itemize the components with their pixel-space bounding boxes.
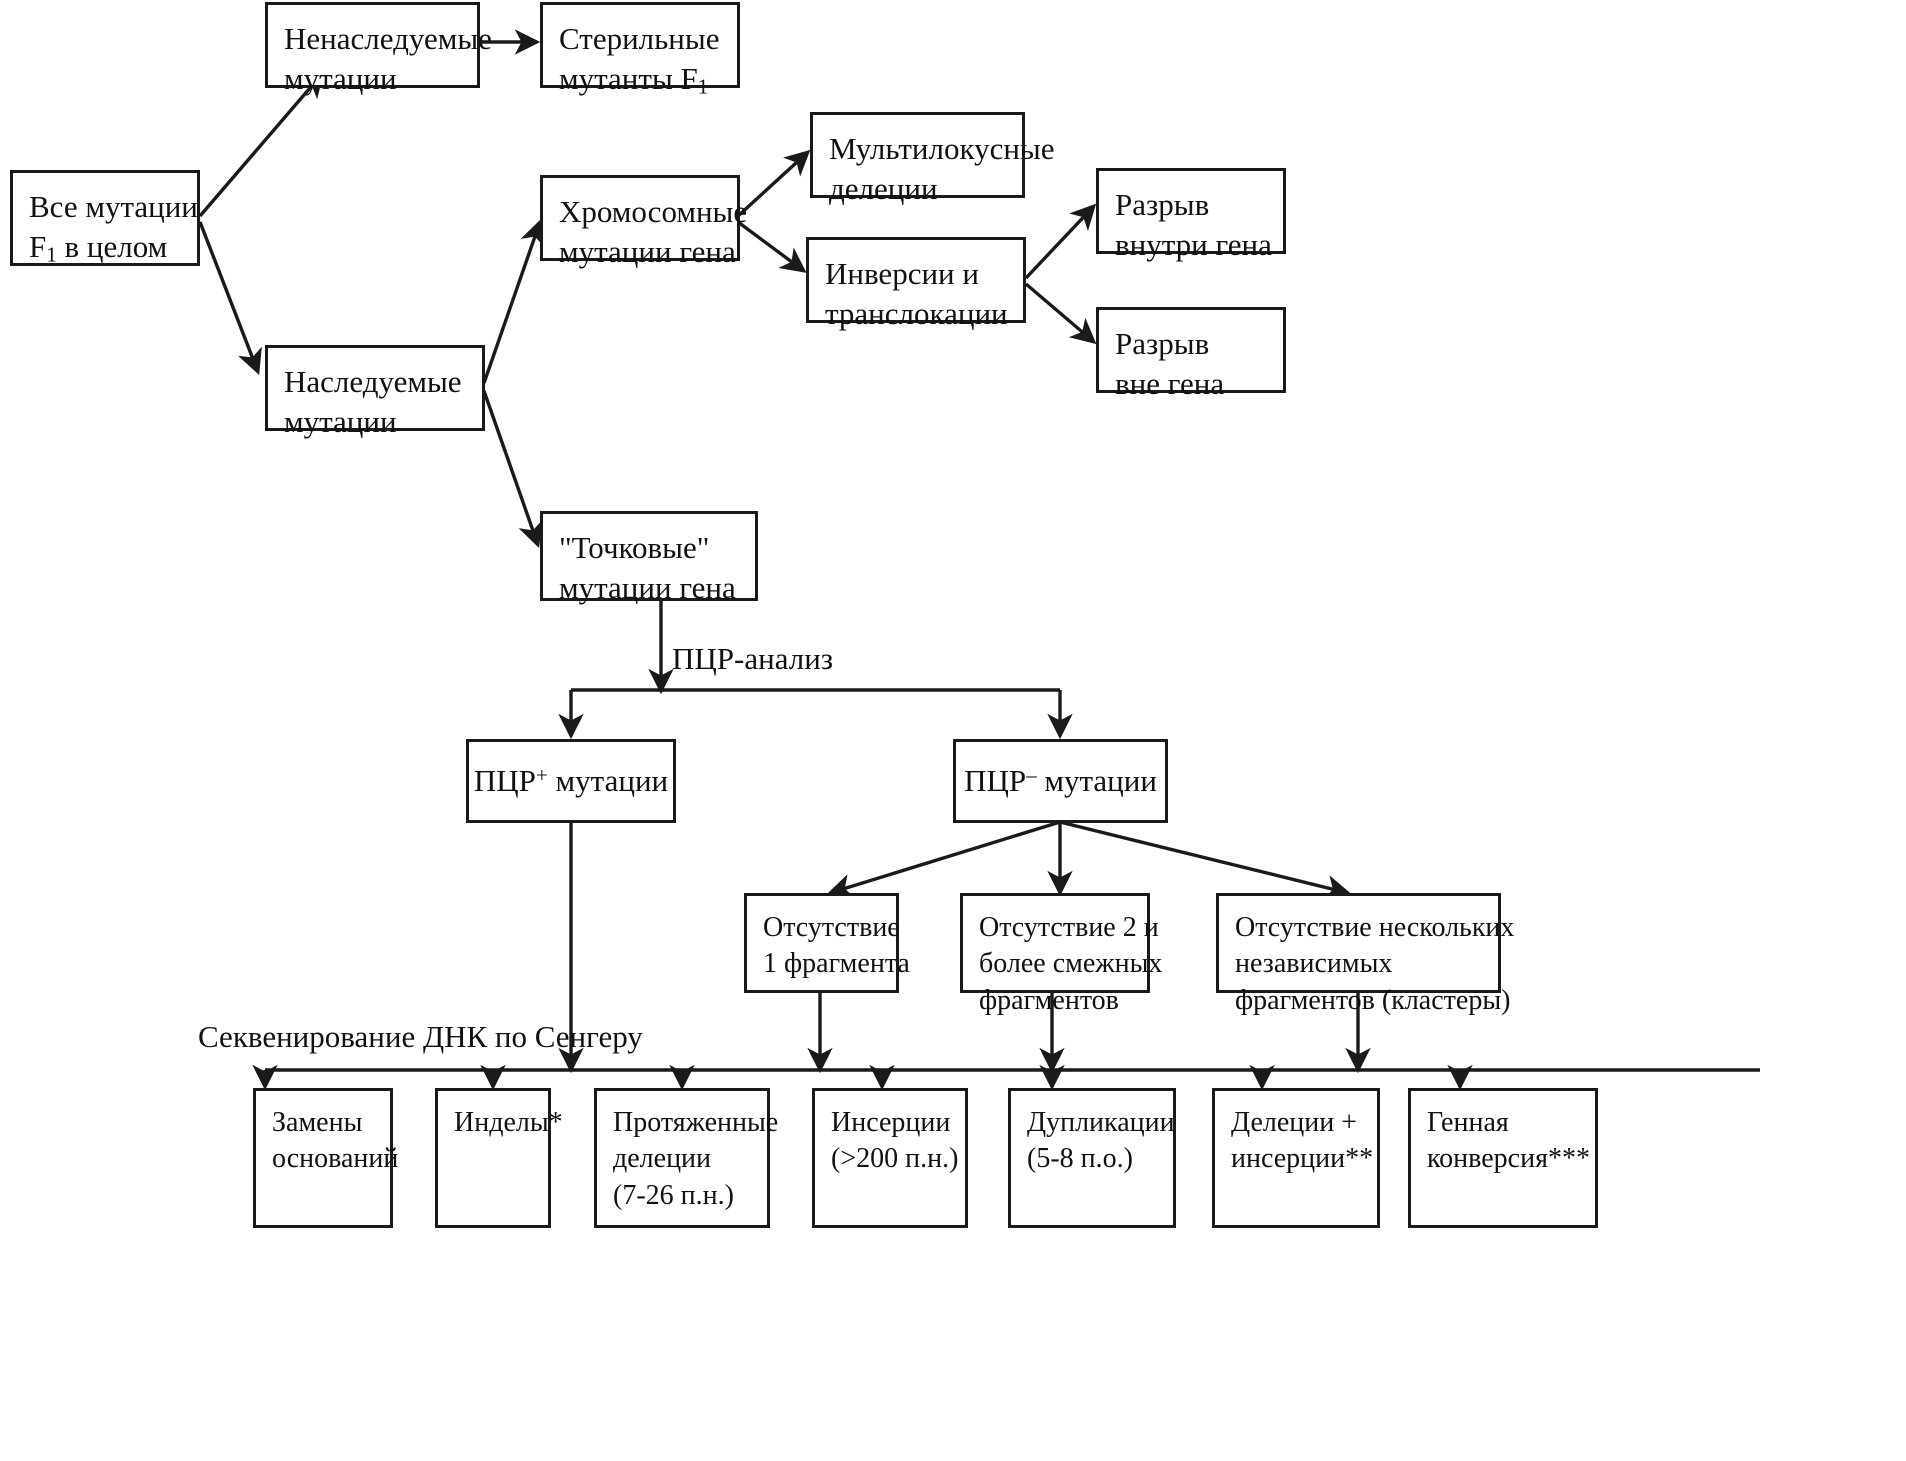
node-absent-1-fragment[interactable]: Отсутствие 1 фрагмента <box>744 893 910 993</box>
node-break-outside-gene[interactable]: Разрыв вне гена <box>1096 307 1286 401</box>
node-sterile-mutants-line2: мутанты F1 <box>559 61 709 99</box>
node-non-heritable-line1: Ненаследуемые <box>284 21 492 56</box>
edge-inversions-to-break-inside <box>1024 203 1097 280</box>
node-indels-line1: Инделы* <box>454 1107 563 1138</box>
node-absentseveral-line2: независимых <box>1235 948 1393 980</box>
node-absent2-line2: более смежных <box>979 948 1163 980</box>
node-base-substitutions[interactable]: Замены оснований <box>253 1088 399 1228</box>
node-point-mutations[interactable]: "Точковые" мутации гена <box>540 511 758 605</box>
node-gene-conversion-line2: конверсия*** <box>1427 1143 1590 1175</box>
node-inversions-line2: транслокации <box>825 296 1008 332</box>
node-heritable-line1: Наследуемые <box>284 364 462 399</box>
node-duplications[interactable]: Дупликации (5-8 п.о.) <box>1008 1088 1176 1228</box>
node-absent1-line1: Отсутствие <box>763 912 900 943</box>
node-insertions-line1: Инсерции <box>831 1107 951 1138</box>
node-gene-conversion-line1: Генная <box>1427 1107 1509 1138</box>
node-del-plus-ins-line2: инсерции** <box>1231 1143 1374 1175</box>
node-long-deletions-line1: Протяженные <box>613 1107 779 1138</box>
node-multilocus-line2: делеции <box>829 171 938 207</box>
node-pcr-plus-mutations[interactable]: ПЦР+ мутации <box>466 739 676 823</box>
node-break-outside-line1: Разрыв <box>1115 326 1210 361</box>
node-point-line2: мутации гена <box>559 570 736 606</box>
node-base-substitutions-line1: Замены <box>272 1107 363 1138</box>
node-gene-conversion[interactable]: Генная конверсия*** <box>1408 1088 1598 1228</box>
node-absent-2-or-more-fragments[interactable]: Отсутствие 2 и более смежных фрагментов <box>960 893 1163 1016</box>
node-deletions-plus-insertions[interactable]: Делеции + инсерции** <box>1212 1088 1380 1228</box>
node-duplications-line2: (5-8 п.о.) <box>1027 1143 1133 1175</box>
edge-pcrminus-to-absent1 <box>826 820 1061 899</box>
node-break-outside-line2: вне гена <box>1115 366 1225 402</box>
node-multilocus-line1: Мультилокусные <box>829 131 1055 166</box>
node-long-deletions[interactable]: Протяженные делеции (7-26 п.н.) <box>594 1088 779 1228</box>
node-chromosomal-line2: мутации гена <box>559 234 736 270</box>
edge-heritable-to-point <box>482 390 543 549</box>
node-long-deletions-line2: делеции <box>613 1143 712 1175</box>
node-del-plus-ins-line1: Делеции + <box>1231 1107 1358 1138</box>
node-inversions-translocations[interactable]: Инверсии и транслокации <box>806 237 1026 331</box>
node-long-deletions-line3: (7-26 п.н.) <box>613 1179 734 1211</box>
node-pcr-plus-label: ПЦР+ мутации <box>473 762 669 798</box>
node-multilocus-deletions[interactable]: Мультилокусные делеции <box>810 112 1055 206</box>
node-duplications-line1: Дупликации <box>1027 1107 1175 1138</box>
node-absentseveral-line3: фрагментов (кластеры) <box>1235 984 1511 1016</box>
edge-label-sanger-sequencing: Секвенирование ДНК по Сенгеру <box>198 1019 643 1054</box>
node-heritable-line2: мутации <box>284 404 397 440</box>
edge-label-pcr-analysis: ПЦР-анализ <box>672 641 834 676</box>
node-sterile-mutants[interactable]: Стерильные мутанты F1 <box>540 2 740 99</box>
node-break-inside-gene[interactable]: Разрыв внутри гена <box>1096 168 1286 262</box>
edge-chromosomal-to-multilocus <box>736 149 811 218</box>
node-insertions[interactable]: Инсерции (>200 п.н.) <box>812 1088 968 1228</box>
node-inversions-line1: Инверсии и <box>825 256 979 291</box>
node-sterile-mutants-line1: Стерильные <box>559 21 720 56</box>
node-all-mutations-line1: Все мутации <box>29 189 198 224</box>
node-non-heritable-mutations[interactable]: Ненаследуемые мутации <box>265 2 492 96</box>
node-pcr-minus-mutations[interactable]: ПЦР– мутации <box>953 739 1168 823</box>
node-indels[interactable]: Инделы* <box>435 1088 563 1228</box>
node-insertions-line2: (>200 п.н.) <box>831 1143 959 1175</box>
node-all-mutations-line2: F1 в целом <box>29 229 168 267</box>
node-pcr-minus-label: ПЦР– мутации <box>964 762 1157 798</box>
node-chromosomal-mutations[interactable]: Хромосомные мутации гена <box>540 175 748 269</box>
node-base-substitutions-line2: оснований <box>272 1143 399 1175</box>
node-break-inside-line2: внутри гена <box>1115 227 1272 263</box>
node-chromosomal-line1: Хромосомные <box>559 194 748 229</box>
node-break-inside-line1: Разрыв <box>1115 187 1210 222</box>
node-absent1-line2: 1 фрагмента <box>763 948 910 980</box>
node-non-heritable-line2: мутации <box>284 61 397 97</box>
edge-all-to-heritable <box>198 221 262 375</box>
edge-heritable-to-chromosomal <box>482 218 545 384</box>
node-all-mutations[interactable]: Все мутации F1 в целом <box>10 170 200 267</box>
node-heritable-mutations[interactable]: Наследуемые мутации <box>265 345 485 439</box>
node-point-line1: "Точковые" <box>559 530 710 565</box>
node-absentseveral-line1: Отсутствие нескольких <box>1235 912 1515 943</box>
node-absent2-line3: фрагментов <box>979 984 1119 1016</box>
node-absent2-line1: Отсутствие 2 и <box>979 912 1159 943</box>
edge-chromosomal-to-inversions <box>736 220 807 273</box>
edge-pcrminus-to-absentseveral <box>1059 820 1352 901</box>
node-absent-several-independent-fragments[interactable]: Отсутствие нескольких независимых фрагме… <box>1216 893 1515 1016</box>
edge-inversions-to-break-outside <box>1024 282 1097 345</box>
